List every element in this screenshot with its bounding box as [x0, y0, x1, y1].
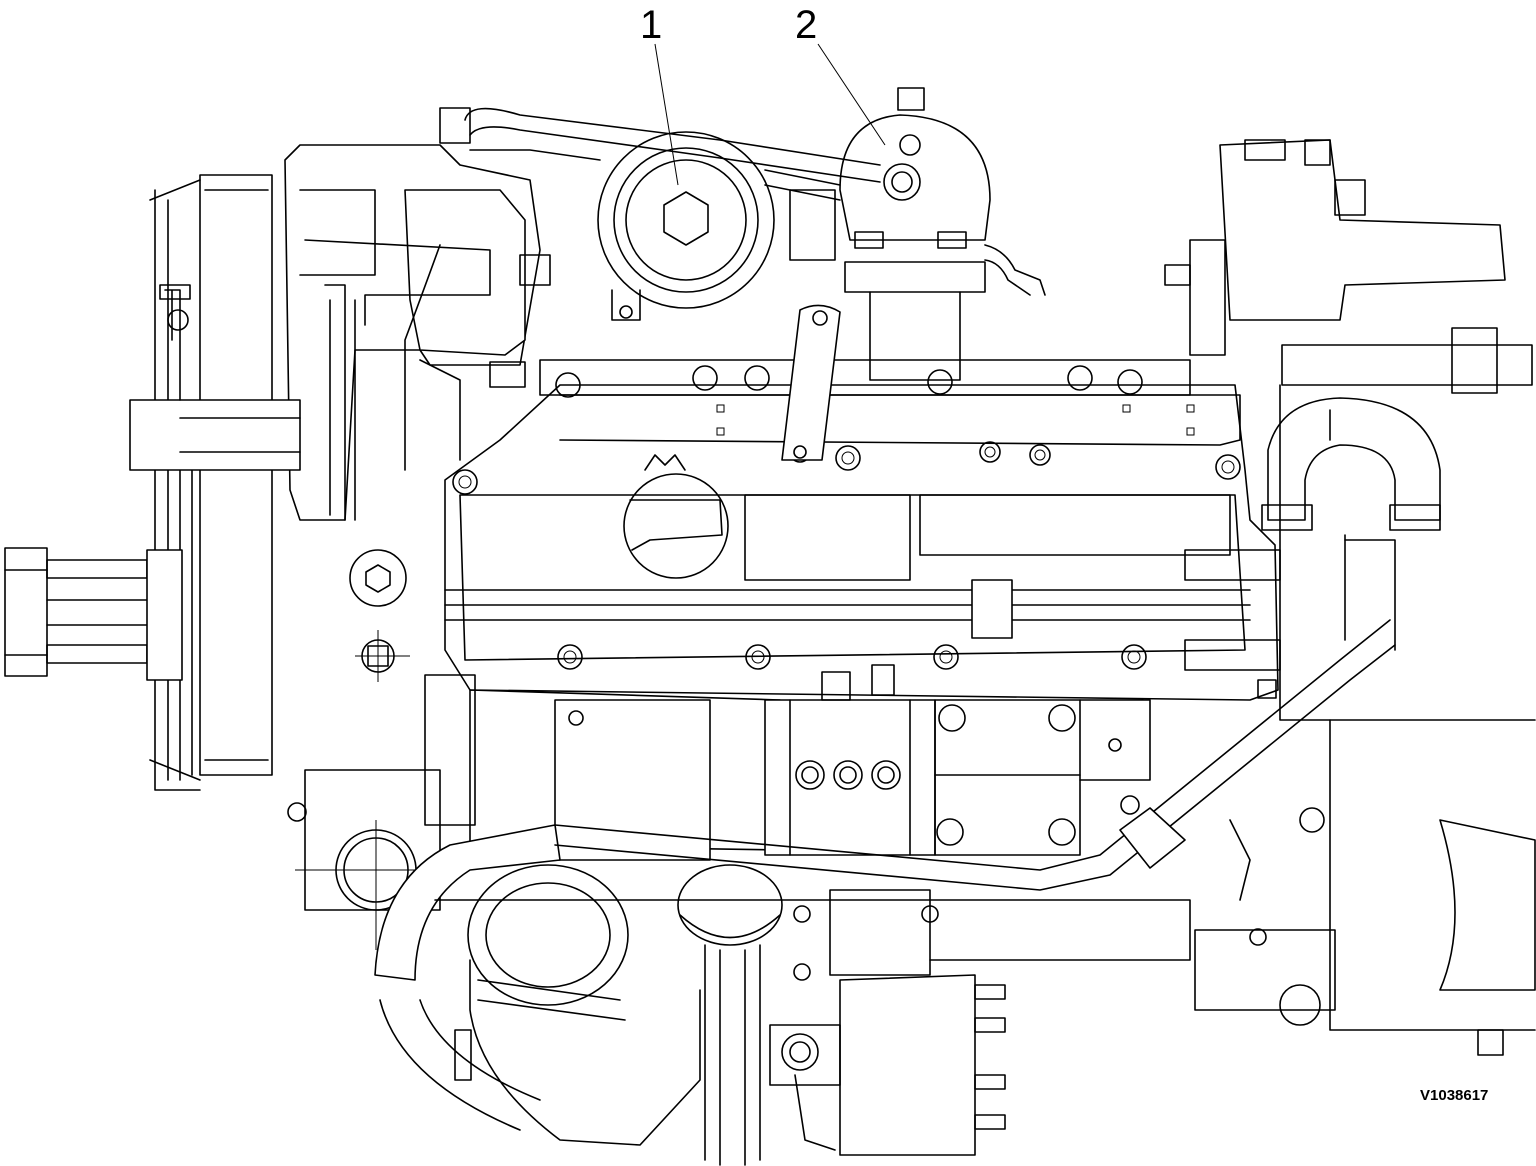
- coolant-hose-lower: [677, 864, 783, 1166]
- oil-filter-cap: [597, 131, 775, 321]
- left-bracket-housing: [284, 144, 551, 521]
- callout-2-label: 2: [795, 3, 817, 47]
- frame-lines: [434, 679, 1277, 961]
- callout-2: 2: [795, 3, 886, 146]
- fuel-line-diagonal: [554, 619, 1396, 891]
- callout-1-label: 1: [640, 3, 662, 47]
- right-coolant-loop: [1261, 397, 1441, 651]
- right-actuator: [1164, 139, 1536, 1056]
- crankshaft-pulley: [129, 174, 301, 791]
- front-shaft-hub: [4, 547, 183, 681]
- valve-cover: [444, 384, 1281, 701]
- lower-connector: [769, 889, 1006, 1156]
- callout-1: 1: [640, 3, 679, 186]
- fuel-filter-bracket: [781, 87, 991, 461]
- figure-id: V1038617: [1420, 1087, 1488, 1104]
- fuel-pump: [764, 664, 1081, 856]
- fuel-lines-top: [439, 107, 1046, 296]
- intake-manifold: [539, 359, 1241, 446]
